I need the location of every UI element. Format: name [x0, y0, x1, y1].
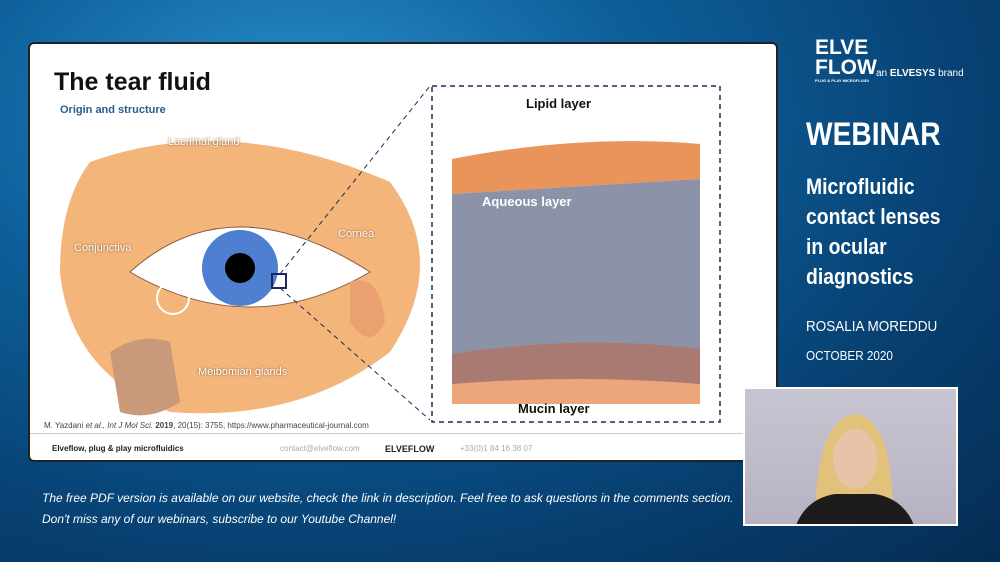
footer-logo: ELVEFLOW: [385, 444, 435, 454]
footer-email: contact@elveflow.com: [280, 444, 360, 453]
brand-tagline: an ELVESYS brand: [876, 68, 964, 79]
lacrimal-gland-label: Lacrimal gland: [168, 136, 240, 148]
footer-phone: +33(0)1 84 16 38 07: [460, 444, 533, 453]
eye-illustration: [60, 141, 420, 416]
webinar-date: OCTOBER 2020: [806, 348, 893, 363]
lipid-layer-label: Lipid layer: [526, 96, 592, 111]
conjunctiva-label: Conjunctiva: [74, 242, 132, 254]
webcam-video: [743, 387, 958, 526]
cornea-label: Cornea: [338, 228, 375, 240]
slide-footer: Elveflow, plug & play microfluidics cont…: [30, 433, 776, 460]
webinar-label: WEBINAR: [806, 116, 941, 152]
slide-title: The tear fluid: [54, 68, 211, 96]
speaker-name: ROSALIA MOREDDU: [806, 318, 938, 335]
info-note-1: The free PDF version is available on our…: [42, 491, 734, 505]
meibomian-glands-label: Meibomian glands: [198, 366, 288, 378]
speaker-video-figure: [796, 414, 914, 524]
presentation-slide: The tear fluid Origin and structure Lacr…: [28, 42, 778, 462]
citation: M. Yazdani et al., Int J Mol Sci. 2019, …: [44, 421, 369, 430]
footer-tagline: Elveflow, plug & play microfluidics: [52, 444, 184, 453]
info-note-2: Don't miss any of our webinars, subscrib…: [42, 512, 397, 526]
zoom-lines: [280, 85, 721, 423]
slide-subtitle: Origin and structure: [60, 104, 166, 116]
aqueous-layer-label: Aqueous layer: [482, 194, 572, 209]
mucin-layer-label: Mucin layer: [518, 401, 590, 416]
